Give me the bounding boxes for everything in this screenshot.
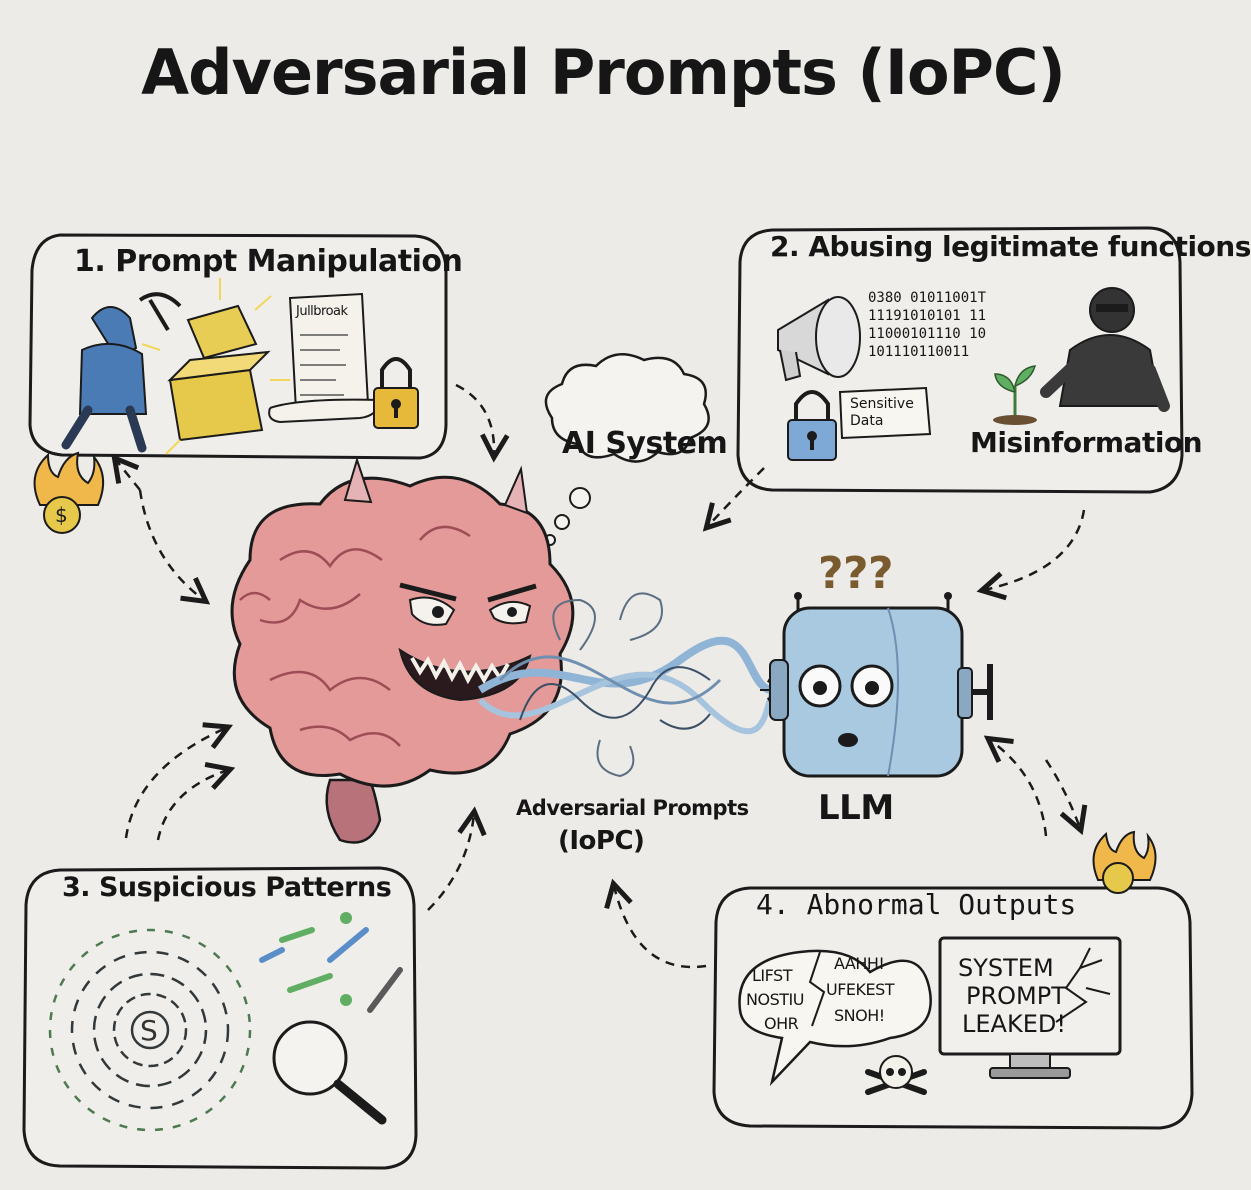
padlock-icon [373,357,419,429]
adversarial-prompts-label: Adversarial Prompts [516,796,749,820]
spiral-pattern-icon: S [48,928,252,1132]
hacker-figure-icon [61,292,182,453]
scroll-document-icon [268,292,382,424]
binary-line-3: 11000101110 10 [868,326,987,342]
scattered-arrows-icon [259,912,403,1013]
masked-figure-icon [1040,287,1170,412]
screen-text-2: PROMPT [966,982,1066,1010]
flow-arrows [116,383,1084,969]
sapling-icon [993,365,1037,425]
binary-line-1: 0380 01011001T [868,290,987,306]
panel-3-title: 3. Suspicious Patterns [62,872,392,903]
question-marks: ??? [818,548,894,599]
llm-label: LLM [818,788,894,828]
gold-box-icon [141,278,290,455]
panel-4-title: 4. Abnormal Outputs [756,888,1077,921]
speech-text-5: UFEKEST [826,980,895,999]
panel-1-title: 1. Prompt Manipulation [74,244,463,279]
speech-text-1: LIFST [752,966,792,985]
screen-text-1: SYSTEM [958,954,1054,982]
screen-text-3: LEAKED! [962,1010,1066,1038]
speech-bubble-icon [738,949,932,1087]
binary-line-2: 11191010101 11 [868,308,987,324]
diagram-artwork: $ [22,226,1194,1170]
megaphone-icon [777,296,861,382]
evil-brain-icon [230,456,575,844]
speech-text-6: SNOH! [834,1006,885,1025]
panel-2-title: 2. Abusing legitimate functions [770,230,1251,263]
monitor-icon [938,936,1122,1079]
speech-text-4: AAHH! [834,954,885,973]
ai-system-thought-bubble [544,353,710,546]
misinformation-label: Misinformation [970,426,1203,459]
speech-text-2: NOSTIU [746,990,804,1009]
fire-coin-right-icon [1092,830,1157,894]
llm-robot-icon [769,592,993,778]
panel-3-box [22,866,418,1170]
magnifying-glass-icon [272,1020,387,1125]
sensitive-data-card [838,386,932,440]
svg-text:S: S [140,1014,158,1047]
svg-text:$: $ [55,503,68,527]
skull-crossbones-icon [865,1055,927,1095]
scroll-text: Jullbroak [296,304,348,319]
blue-padlock-icon [787,390,837,461]
diagram-canvas: $ [22,36,1251,1170]
binary-line-4: 101110110011 [868,344,970,360]
iopc-label: (IoPC) [558,826,645,856]
speech-text-3: OHR [764,1014,799,1033]
ai-system-label: AI System [562,426,728,461]
page-title: Adversarial Prompts (IoPC) [141,36,1066,109]
fire-coin-icon: $ [33,451,105,534]
sensitive-data-label: Sensitive Data [850,396,914,429]
